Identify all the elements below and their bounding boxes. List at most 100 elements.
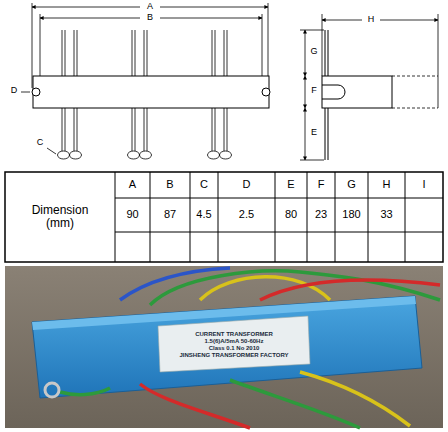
dimension-lines	[40, 18, 140, 19]
terminal-pins	[77, 30, 78, 76]
side-dimension-lines	[438, 14, 439, 108]
dimension-table-grid	[5, 172, 443, 262]
transformer-front-view	[32, 76, 270, 108]
dimension-table-grid	[307, 172, 308, 262]
dimension-letter: E	[310, 128, 318, 138]
nameplate-text: 1.5(6)A/5mA 50-60Hz	[205, 338, 264, 345]
table-header: G	[347, 178, 356, 190]
terminal-pins	[144, 30, 145, 76]
table-value: 87	[164, 208, 176, 220]
terminal-pins	[208, 151, 220, 159]
side-dimension-lines	[300, 30, 324, 31]
product-photo	[32, 296, 422, 398]
product-photo	[5, 266, 443, 428]
terminal-pins	[77, 108, 78, 151]
dimension-letter: H	[367, 15, 376, 25]
dimension-letter: A	[146, 2, 154, 12]
table-value: 4.5	[196, 208, 211, 220]
transformer-side-view	[328, 30, 329, 76]
dimension-table-grid	[335, 172, 336, 262]
transformer-side-view	[325, 30, 326, 76]
table-header: E	[287, 178, 294, 190]
terminal-pins	[65, 108, 66, 151]
table-header: H	[383, 178, 391, 190]
product-photo	[60, 388, 110, 395]
terminal-pins	[128, 151, 140, 159]
terminal-pins	[212, 108, 213, 151]
table-value: 90	[126, 208, 138, 220]
transformer-side-view	[322, 30, 392, 160]
dimension-lines	[262, 14, 263, 76]
product-photo	[120, 268, 230, 300]
dimension-lines	[40, 14, 41, 76]
table-header: D	[243, 178, 251, 190]
terminal-pins	[147, 30, 148, 76]
dimension-letter: C	[36, 138, 45, 148]
dimension-table-grid	[115, 232, 443, 233]
transformer-front-view	[262, 88, 270, 96]
terminal-pins	[215, 108, 216, 151]
terminal-pins	[140, 151, 152, 159]
dimension-lines	[160, 7, 268, 8]
dimension-lines	[268, 3, 269, 88]
nameplate-text: Class 0.1 No 2010	[209, 345, 260, 352]
transformer-side-view	[322, 85, 345, 99]
side-dimension-lines	[322, 14, 323, 76]
dimension-table-grid	[150, 172, 151, 262]
transformer-front-view	[33, 76, 269, 108]
table-header: A	[129, 178, 136, 190]
dimension-letter: D	[10, 86, 19, 96]
terminal-pins	[227, 30, 228, 76]
dimension-table-grid	[190, 172, 191, 262]
dimension-letter: G	[309, 47, 318, 57]
product-photo	[45, 383, 59, 397]
transformer-side-view	[322, 76, 392, 108]
table-value: 2.5	[239, 208, 254, 220]
terminal-pins	[215, 30, 216, 76]
terminal-pins	[135, 30, 136, 76]
dimension-lines	[47, 148, 56, 154]
nameplate-text: JINSHENG TRANSFORMER FACTORY	[179, 352, 288, 359]
transformer-front-view	[32, 88, 40, 96]
dimension-letter: F	[310, 86, 318, 96]
table-header: F	[318, 178, 325, 190]
product-photo	[5, 266, 443, 428]
dimension-lines	[160, 18, 262, 19]
table-row-label: Dimension (mm)	[20, 204, 100, 230]
dimension-table-grid	[115, 172, 116, 262]
dimension-table-grid	[218, 172, 219, 262]
product-photo	[140, 384, 250, 428]
table-header: I	[422, 178, 425, 190]
dimension-table-grid	[405, 172, 406, 262]
terminal-pins	[224, 30, 225, 76]
side-dimension-lines	[305, 30, 306, 76]
table-header: B	[166, 178, 173, 190]
table-value: 180	[342, 208, 360, 220]
dimension-letter: B	[146, 13, 154, 23]
dimension-lines	[21, 92, 30, 93]
terminal-pins	[70, 151, 82, 159]
terminal-pins	[220, 151, 232, 159]
terminal-pins	[74, 30, 75, 76]
dimension-lines	[32, 7, 140, 8]
dimension-table-grid	[115, 198, 443, 199]
terminal-pins	[65, 30, 66, 76]
transformer-side-view	[325, 108, 326, 160]
side-dimension-lines	[322, 20, 362, 21]
terminal-pins	[132, 30, 133, 76]
table-value: 80	[285, 208, 297, 220]
side-dimension-lines	[305, 76, 306, 108]
table-value: 23	[315, 208, 327, 220]
terminal-pins	[224, 108, 225, 151]
side-dimension-lines	[300, 160, 324, 161]
transformer-side-view	[328, 108, 329, 160]
side-dimension-lines	[300, 14, 438, 160]
dimension-lines	[32, 3, 33, 88]
terminal-pins	[135, 108, 136, 151]
terminal-pins	[58, 151, 70, 159]
dimension-table-grid	[5, 172, 443, 262]
side-dimension-lines	[380, 20, 438, 21]
dimension-lines	[21, 3, 268, 154]
terminal-pins	[62, 108, 63, 151]
product-photo	[158, 316, 310, 372]
